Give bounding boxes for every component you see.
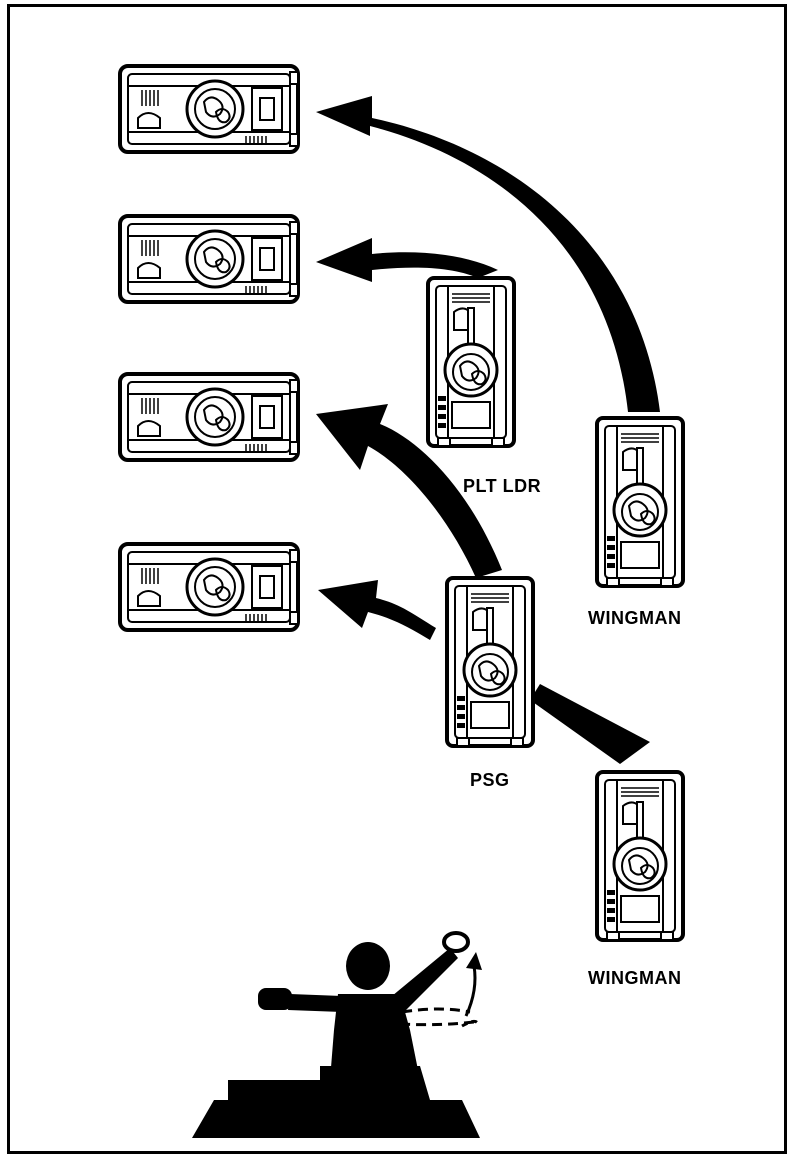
arrow-plt-ldr-to-second — [316, 238, 498, 282]
tank-top-view-icon — [120, 544, 298, 630]
tank-top-view-icon — [447, 578, 533, 746]
hand-signal-silhouette-icon — [192, 933, 482, 1138]
wingman-lower-label: WINGMAN — [588, 968, 681, 989]
tank-top-view-icon — [120, 374, 298, 460]
tank-top-view-icon — [428, 278, 514, 446]
wingman-upper-label: WINGMAN — [588, 608, 681, 629]
tank-top-view-icon — [120, 216, 298, 302]
tank-top-view-icon — [120, 66, 298, 152]
platoon-sergeant-label: PSG — [470, 770, 510, 791]
tank-top-view-icon — [597, 418, 683, 586]
platoon-leader-label: PLT LDR — [463, 476, 541, 497]
tank-top-view-icon — [597, 772, 683, 940]
